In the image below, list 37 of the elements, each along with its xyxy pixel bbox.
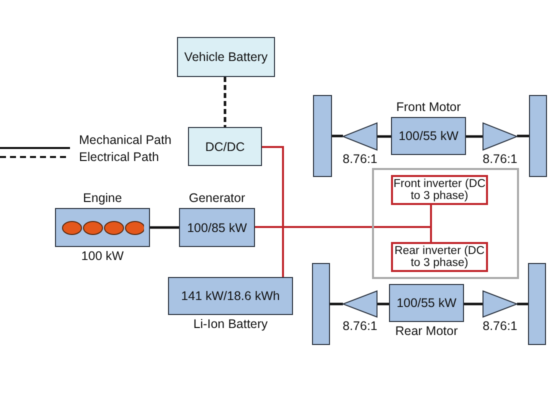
component-heading: Front Motor <box>396 100 461 115</box>
rating-label: Li-Ion Battery <box>193 317 268 332</box>
wheel-bar <box>312 263 330 345</box>
component-box <box>188 127 262 166</box>
shaft-line <box>466 135 483 138</box>
ratio-label: 8.76:1 <box>342 152 378 167</box>
wheel-bar <box>529 95 547 177</box>
shaft-line <box>330 302 343 306</box>
ratio-label: 8.76:1 <box>482 152 518 167</box>
dashed-line <box>224 77 226 127</box>
component-heading: Rear Motor <box>395 324 458 339</box>
box-label: 100/85 kW <box>186 220 248 234</box>
legend-text: Electrical Path <box>79 150 159 164</box>
legend-text: Mechanical Path <box>79 133 172 147</box>
shaft-line <box>464 302 483 306</box>
wheel-bar <box>528 263 546 345</box>
box-label: 141 kW/18.6 kWh <box>180 289 281 303</box>
rating-label: 100 kW <box>81 249 124 264</box>
ratio-label: 8.76:1 <box>482 319 518 334</box>
shaft-line <box>517 302 528 306</box>
component-heading: Generator <box>188 191 246 206</box>
box-label: Vehicle Battery <box>183 50 269 64</box>
inverter-enclosure <box>372 168 519 279</box>
component-box <box>177 37 275 77</box>
ratio-label: 8.76:1 <box>342 319 378 334</box>
shaft-line <box>517 134 529 138</box>
shaft-line <box>377 135 391 138</box>
box-label: 100/55 kW <box>398 129 460 143</box>
component-heading: Engine <box>83 191 122 206</box>
box-label: 100/55 kW <box>396 296 458 310</box>
shaft-line <box>377 302 389 306</box>
wheel-bar <box>313 95 332 177</box>
box-label: Rear inverter (DC to 3 phase) <box>393 245 486 269</box>
shaft-line <box>332 134 343 138</box>
box-label: Front inverter (DC to 3 phase) <box>393 178 486 202</box>
box-label: DC/DC <box>204 140 246 154</box>
shaft-line <box>150 226 179 229</box>
